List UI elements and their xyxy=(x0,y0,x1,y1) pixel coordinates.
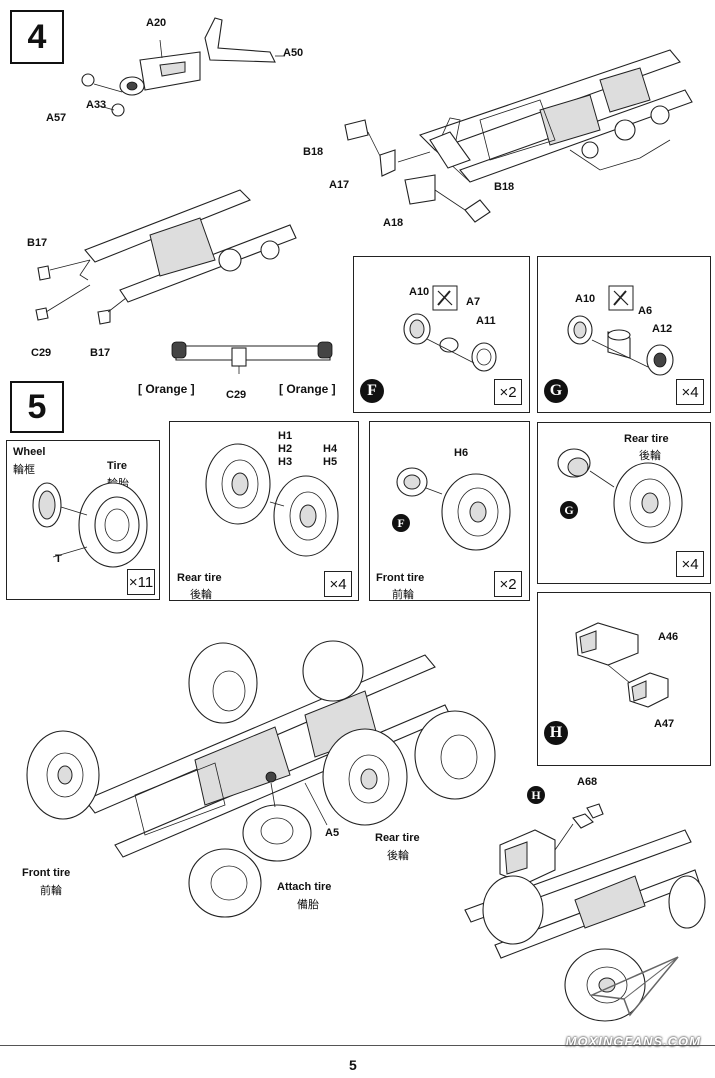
step4-chassis-frame-left xyxy=(35,189,297,325)
label-front-tire-main-cn: 前輪 xyxy=(40,884,62,897)
label-attach-tire: Attach tire xyxy=(277,881,332,893)
panel-f-hub-drawing xyxy=(403,313,497,372)
label-rear-tire-1-cn: 後輪 xyxy=(190,588,212,601)
multiplier-x11: ×11 xyxy=(127,569,155,595)
step-5-number: 5 xyxy=(10,381,64,433)
glue-cement-icon xyxy=(608,285,634,311)
label-h1: H1 xyxy=(278,430,293,442)
paper-plane-logo xyxy=(589,956,679,1017)
chassis-assembly-with-tires xyxy=(26,640,496,918)
label-rear-tire-2: Rear tire xyxy=(624,433,669,445)
label-a46: A46 xyxy=(658,631,679,643)
rear-tire-g-drawing xyxy=(557,448,683,544)
panel-g: A10 A6 A12 G ×4 xyxy=(537,256,711,413)
marker-g: G xyxy=(560,501,578,519)
multiplier-x4: ×4 xyxy=(324,571,352,597)
label-b18-upper: B18 xyxy=(303,146,324,158)
label-rear-tire-main: Rear tire xyxy=(375,832,420,844)
label-orange-left: [ Orange ] xyxy=(138,382,195,396)
label-rear-tire-main-cn: 後輪 xyxy=(387,849,409,862)
panel-g-hub-drawing xyxy=(567,315,674,376)
label-orange-right: [ Orange ] xyxy=(279,382,336,396)
label-wheel-cn: 輪框 xyxy=(13,463,35,476)
label-h4: H4 xyxy=(323,443,338,455)
step4-front-bracket-parts xyxy=(344,119,491,223)
marker-h: H xyxy=(527,786,545,804)
panel-h-bracket-drawing xyxy=(575,622,669,708)
wheel-and-tire-drawing xyxy=(32,482,148,568)
marker-g: G xyxy=(544,379,568,403)
panel-rear-tire-g: Rear tire 後輪 G ×4 xyxy=(537,422,711,584)
label-rear-tire-1: Rear tire xyxy=(177,572,222,584)
label-wheel: Wheel xyxy=(13,446,46,458)
rear-chassis-detail xyxy=(464,803,706,1022)
label-a11: A11 xyxy=(476,315,496,327)
label-a5: A5 xyxy=(325,827,340,839)
label-t: T xyxy=(55,553,62,565)
label-attach-tire-cn: 備胎 xyxy=(297,898,319,911)
label-a50: A50 xyxy=(283,47,304,59)
label-a10: A10 xyxy=(409,286,430,298)
label-a68: A68 xyxy=(577,776,598,788)
label-c29-left: C29 xyxy=(31,347,52,359)
multiplier-x4: ×4 xyxy=(676,379,704,405)
label-front-tire-main: Front tire xyxy=(22,867,71,879)
label-h6: H6 xyxy=(454,447,469,459)
label-h2: H2 xyxy=(278,443,293,455)
label-a17: A17 xyxy=(329,179,350,191)
label-a47: A47 xyxy=(654,718,675,730)
label-front-tire-cn: 前輪 xyxy=(392,588,414,601)
panel-h: A46 A47 H xyxy=(537,592,711,766)
step4-hood-parts-drawing xyxy=(81,17,285,117)
label-h3: H3 xyxy=(278,456,293,468)
dual-rear-tire-drawing xyxy=(205,443,339,557)
marker-f: F xyxy=(392,514,410,532)
panel-f: A10 A7 A11 F ×2 xyxy=(353,256,530,413)
label-a33: A33 xyxy=(86,99,107,111)
label-rear-tire-2-cn: 後輪 xyxy=(639,449,661,462)
step-4-number: 4 xyxy=(10,10,64,64)
multiplier-x2: ×2 xyxy=(494,571,522,597)
label-a6: A6 xyxy=(638,305,653,317)
label-a57: A57 xyxy=(46,112,67,124)
label-front-tire: Front tire xyxy=(376,572,425,584)
label-a7: A7 xyxy=(466,296,481,308)
c29-beam-drawing xyxy=(171,341,333,374)
multiplier-x2: ×2 xyxy=(494,379,522,405)
multiplier-x4: ×4 xyxy=(676,551,704,577)
label-b17-lower: B17 xyxy=(90,347,111,359)
label-tire: Tire xyxy=(107,460,127,472)
label-a18: A18 xyxy=(383,217,404,229)
panel-wheel-tire: Wheel 輪框 Tire 輪胎 T ×11 xyxy=(6,440,160,600)
label-h5: H5 xyxy=(323,456,338,468)
front-tire-drawing xyxy=(396,467,511,551)
label-a20: A20 xyxy=(146,17,167,29)
label-b17-upper: B17 xyxy=(27,237,48,249)
page-number: 5 xyxy=(349,1057,357,1073)
label-a10: A10 xyxy=(575,293,596,305)
footer-divider xyxy=(0,1045,715,1046)
marker-f: F xyxy=(360,379,384,403)
label-b18-lower: B18 xyxy=(494,181,515,193)
glue-cement-icon xyxy=(432,285,458,311)
panel-front-tire: H6 F Front tire 前輪 ×2 xyxy=(369,421,530,601)
marker-h: H xyxy=(544,721,568,745)
watermark: MOXINGFANS.COM xyxy=(565,1034,701,1049)
label-a12: A12 xyxy=(652,323,673,335)
label-c29-center: C29 xyxy=(226,389,247,401)
step4-chassis-frame-upper xyxy=(418,49,693,183)
panel-rear-tire-dual: H1 H2 H3 H4 H5 Rear tire 後輪 ×4 xyxy=(169,421,359,601)
